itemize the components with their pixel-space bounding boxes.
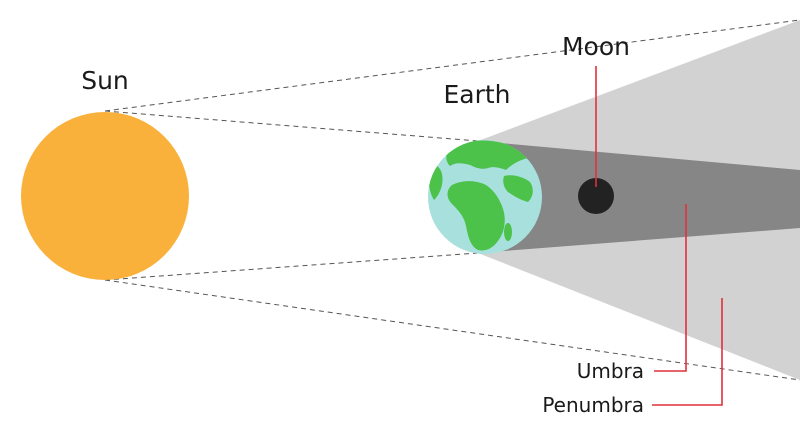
earth-label: Earth — [443, 80, 510, 109]
penumbra-leader-line — [652, 298, 723, 406]
sun-label: Sun — [81, 66, 129, 95]
umbra-region — [478, 141, 800, 253]
umbra-label: Umbra — [577, 359, 644, 383]
earth-globe — [428, 140, 542, 254]
moon-label: Moon — [562, 32, 630, 61]
penumbra-label: Penumbra — [542, 393, 644, 417]
sunlight-guide-lines — [104, 19, 800, 381]
umbra-leader-line — [654, 204, 687, 372]
moon-disc — [578, 178, 614, 214]
sun-disc — [21, 112, 189, 280]
